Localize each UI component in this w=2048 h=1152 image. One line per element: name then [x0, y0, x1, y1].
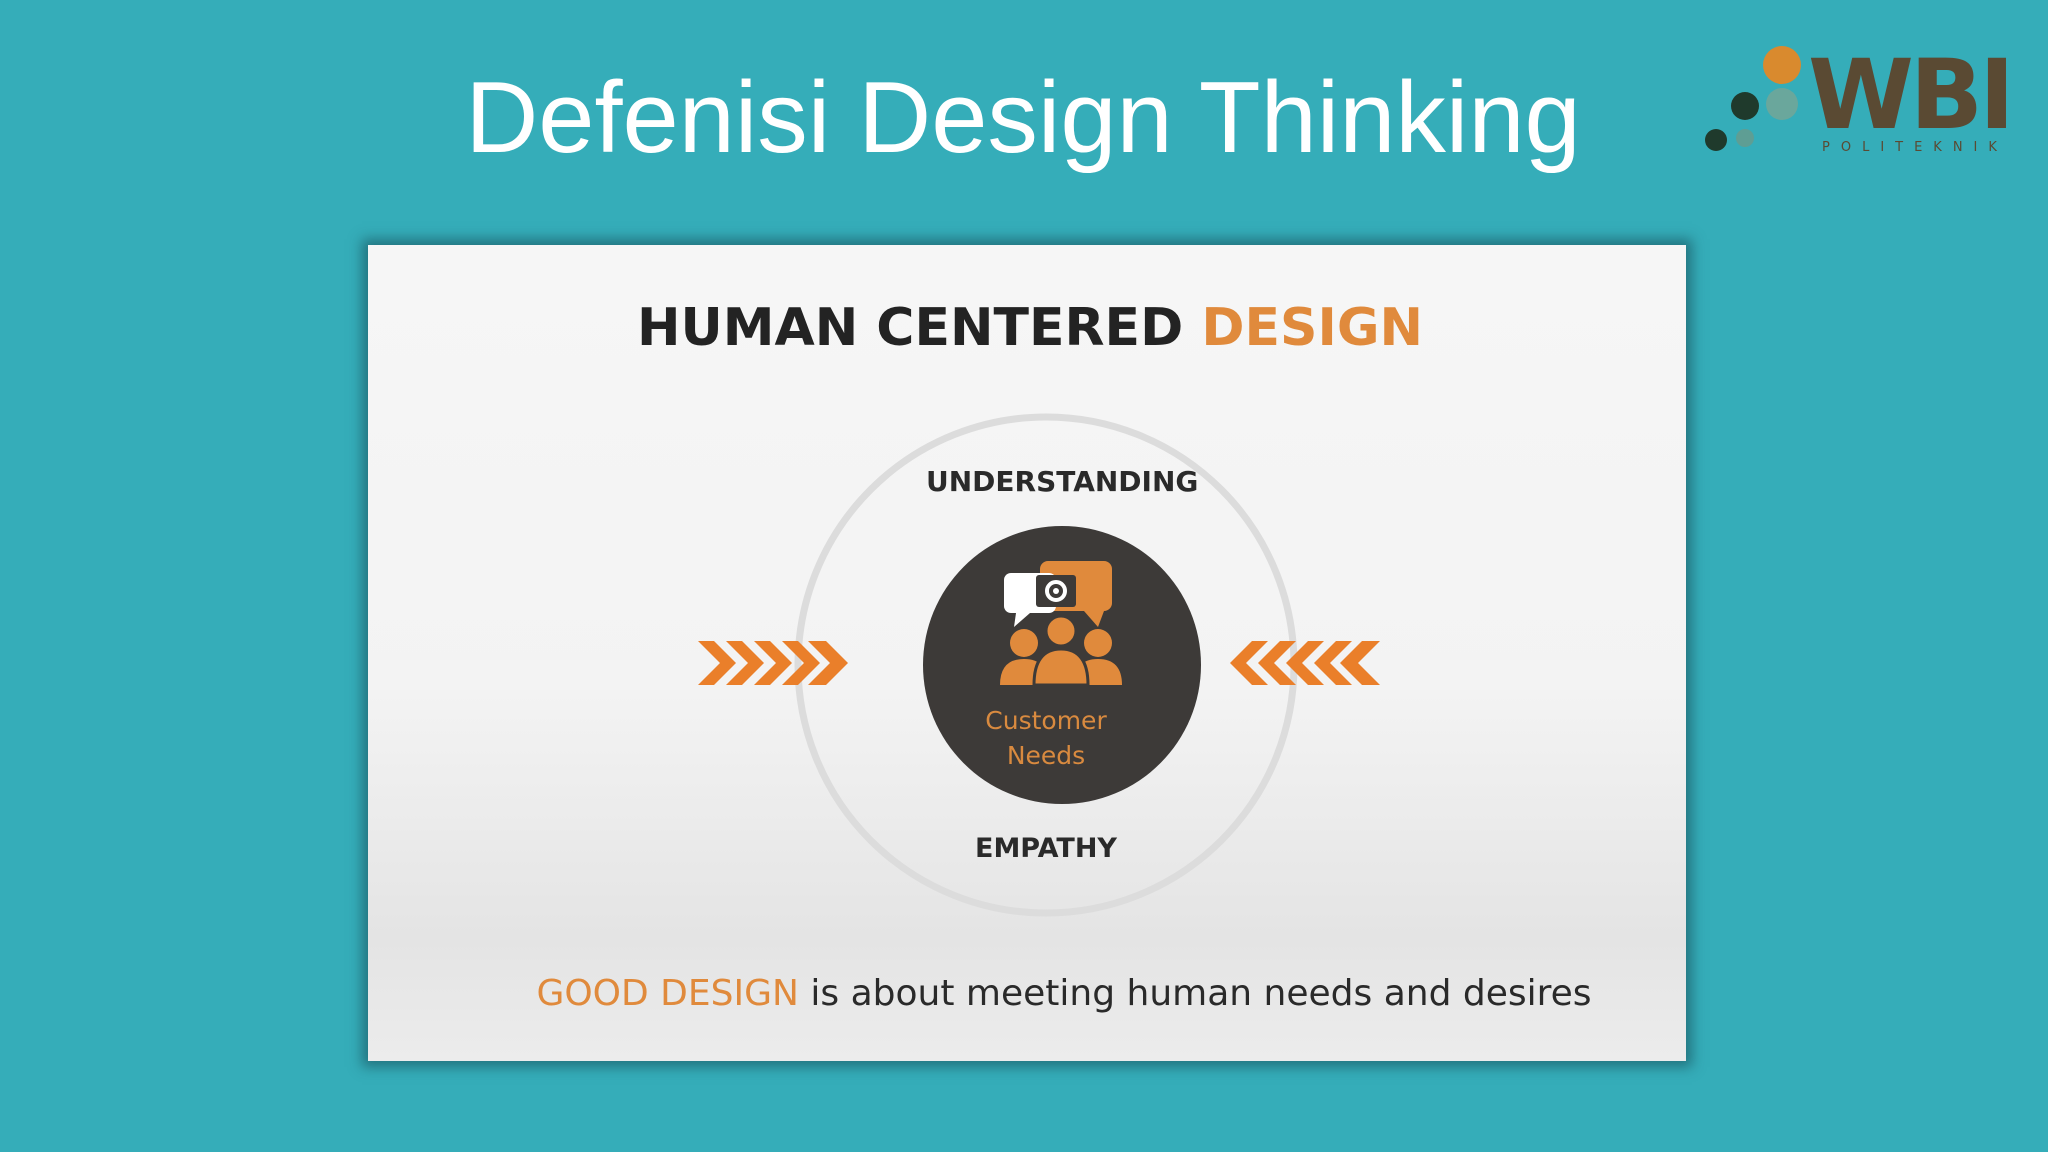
hcd-diagram — [698, 413, 1380, 917]
understanding-label: UNDERSTANDING — [926, 465, 1199, 498]
wbi-logo: WBI POLITEKNIK — [1700, 40, 2020, 170]
hcd-heading-part2: DESIGN — [1201, 298, 1424, 358]
customer-needs-caption: Customer Needs — [926, 703, 1166, 773]
logo-name: WBI — [1808, 39, 2015, 151]
hcd-heading-part1: HUMAN CENTERED — [636, 298, 1184, 358]
empathy-label: EMPATHY — [975, 833, 1117, 864]
chevron-left-arrows-icon — [1230, 641, 1380, 685]
video-frame[interactable]: HUMAN CENTERED DESIGN — [368, 245, 1686, 1061]
tagline-rest: is about meeting human needs and desires — [810, 973, 1592, 1014]
logo-dots-icon — [1705, 46, 1801, 151]
tagline: GOOD DESIGN is about meeting human needs… — [405, 973, 1723, 1014]
logo-subtitle: POLITEKNIK — [1822, 140, 2008, 155]
slide-title: Defenisi Design Thinking — [465, 62, 1581, 174]
center-caption-line1: Customer — [985, 706, 1107, 735]
center-caption-line2: Needs — [1006, 741, 1086, 770]
tagline-highlight: GOOD DESIGN — [536, 973, 799, 1014]
chevron-right-arrows-icon — [698, 641, 848, 685]
people-speech-bubble-gear-icon — [1000, 561, 1122, 687]
hcd-heading: HUMAN CENTERED DESIGN — [371, 293, 1689, 363]
